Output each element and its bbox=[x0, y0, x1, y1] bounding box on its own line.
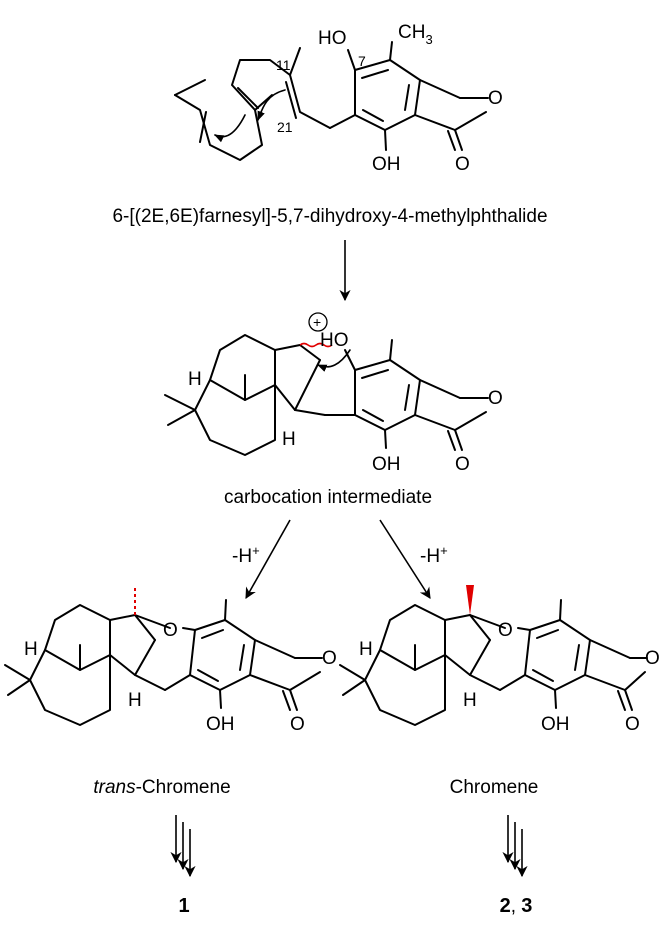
intermediate-carbonyl-o: O bbox=[455, 454, 470, 475]
chromene-pyran-o: O bbox=[498, 620, 513, 641]
intermediate-oh: OH bbox=[372, 454, 401, 475]
multistep-arrows-left bbox=[170, 815, 196, 878]
chromene-h-bottom: H bbox=[463, 690, 477, 711]
intermediate-structure: + HO O O OH H H bbox=[164, 312, 503, 475]
intermediate-name: carbocation intermediate bbox=[224, 487, 432, 508]
precursor-ho-top: HO bbox=[318, 28, 347, 49]
trans-chromene-h-top: H bbox=[24, 639, 38, 660]
intermediate-ho: HO bbox=[320, 330, 349, 351]
chromene-carbonyl-o: O bbox=[625, 714, 640, 735]
chromene-structure: O O O OH H H bbox=[339, 585, 660, 735]
product-2-3-label: 2, 3 bbox=[500, 895, 533, 917]
chromene-ring-o: O bbox=[645, 648, 660, 669]
arrow-to-trans-chromene bbox=[245, 519, 291, 599]
chromene-name: Chromene bbox=[450, 777, 539, 798]
multistep-arrows-right bbox=[502, 815, 528, 878]
precursor-locant-21: 21 bbox=[277, 119, 293, 135]
trans-chromene-ring-o: O bbox=[322, 648, 337, 669]
arrow-right-label: -H+ bbox=[420, 543, 448, 567]
arrow-to-chromene bbox=[379, 519, 431, 599]
precursor-ch3: CH3 bbox=[398, 22, 433, 47]
trans-chromene-structure: O O O OH H H bbox=[4, 585, 337, 735]
trans-chromene-pyran-o: O bbox=[163, 620, 178, 641]
trans-chromene-carbonyl-o: O bbox=[290, 714, 305, 735]
product-1-label: 1 bbox=[178, 895, 189, 917]
precursor-ring-o: O bbox=[488, 88, 503, 109]
precursor-structure: HO CH3 O O OH 7 11 21 bbox=[174, 22, 503, 175]
intermediate-h-top: H bbox=[188, 369, 202, 390]
precursor-locant-11: 11 bbox=[276, 57, 291, 73]
intermediate-cation: + bbox=[313, 314, 321, 330]
chromene-h-top: H bbox=[359, 639, 373, 660]
intermediate-h-bottom: H bbox=[282, 429, 296, 450]
precursor-oh-bottom: OH bbox=[372, 154, 401, 175]
chromene-oh: OH bbox=[541, 714, 570, 735]
arrow-left-label: -H+ bbox=[232, 543, 260, 567]
trans-chromene-oh: OH bbox=[206, 714, 235, 735]
intermediate-ring-o: O bbox=[488, 388, 503, 409]
precursor-locant-7: 7 bbox=[358, 53, 366, 69]
trans-chromene-name: trans-Chromene bbox=[93, 777, 230, 798]
trans-chromene-h-bottom: H bbox=[128, 690, 142, 711]
precursor-name: 6-[(2E,6E)farnesyl]-5,7-dihydroxy-4-meth… bbox=[112, 206, 547, 227]
precursor-carbonyl-o: O bbox=[455, 154, 470, 175]
